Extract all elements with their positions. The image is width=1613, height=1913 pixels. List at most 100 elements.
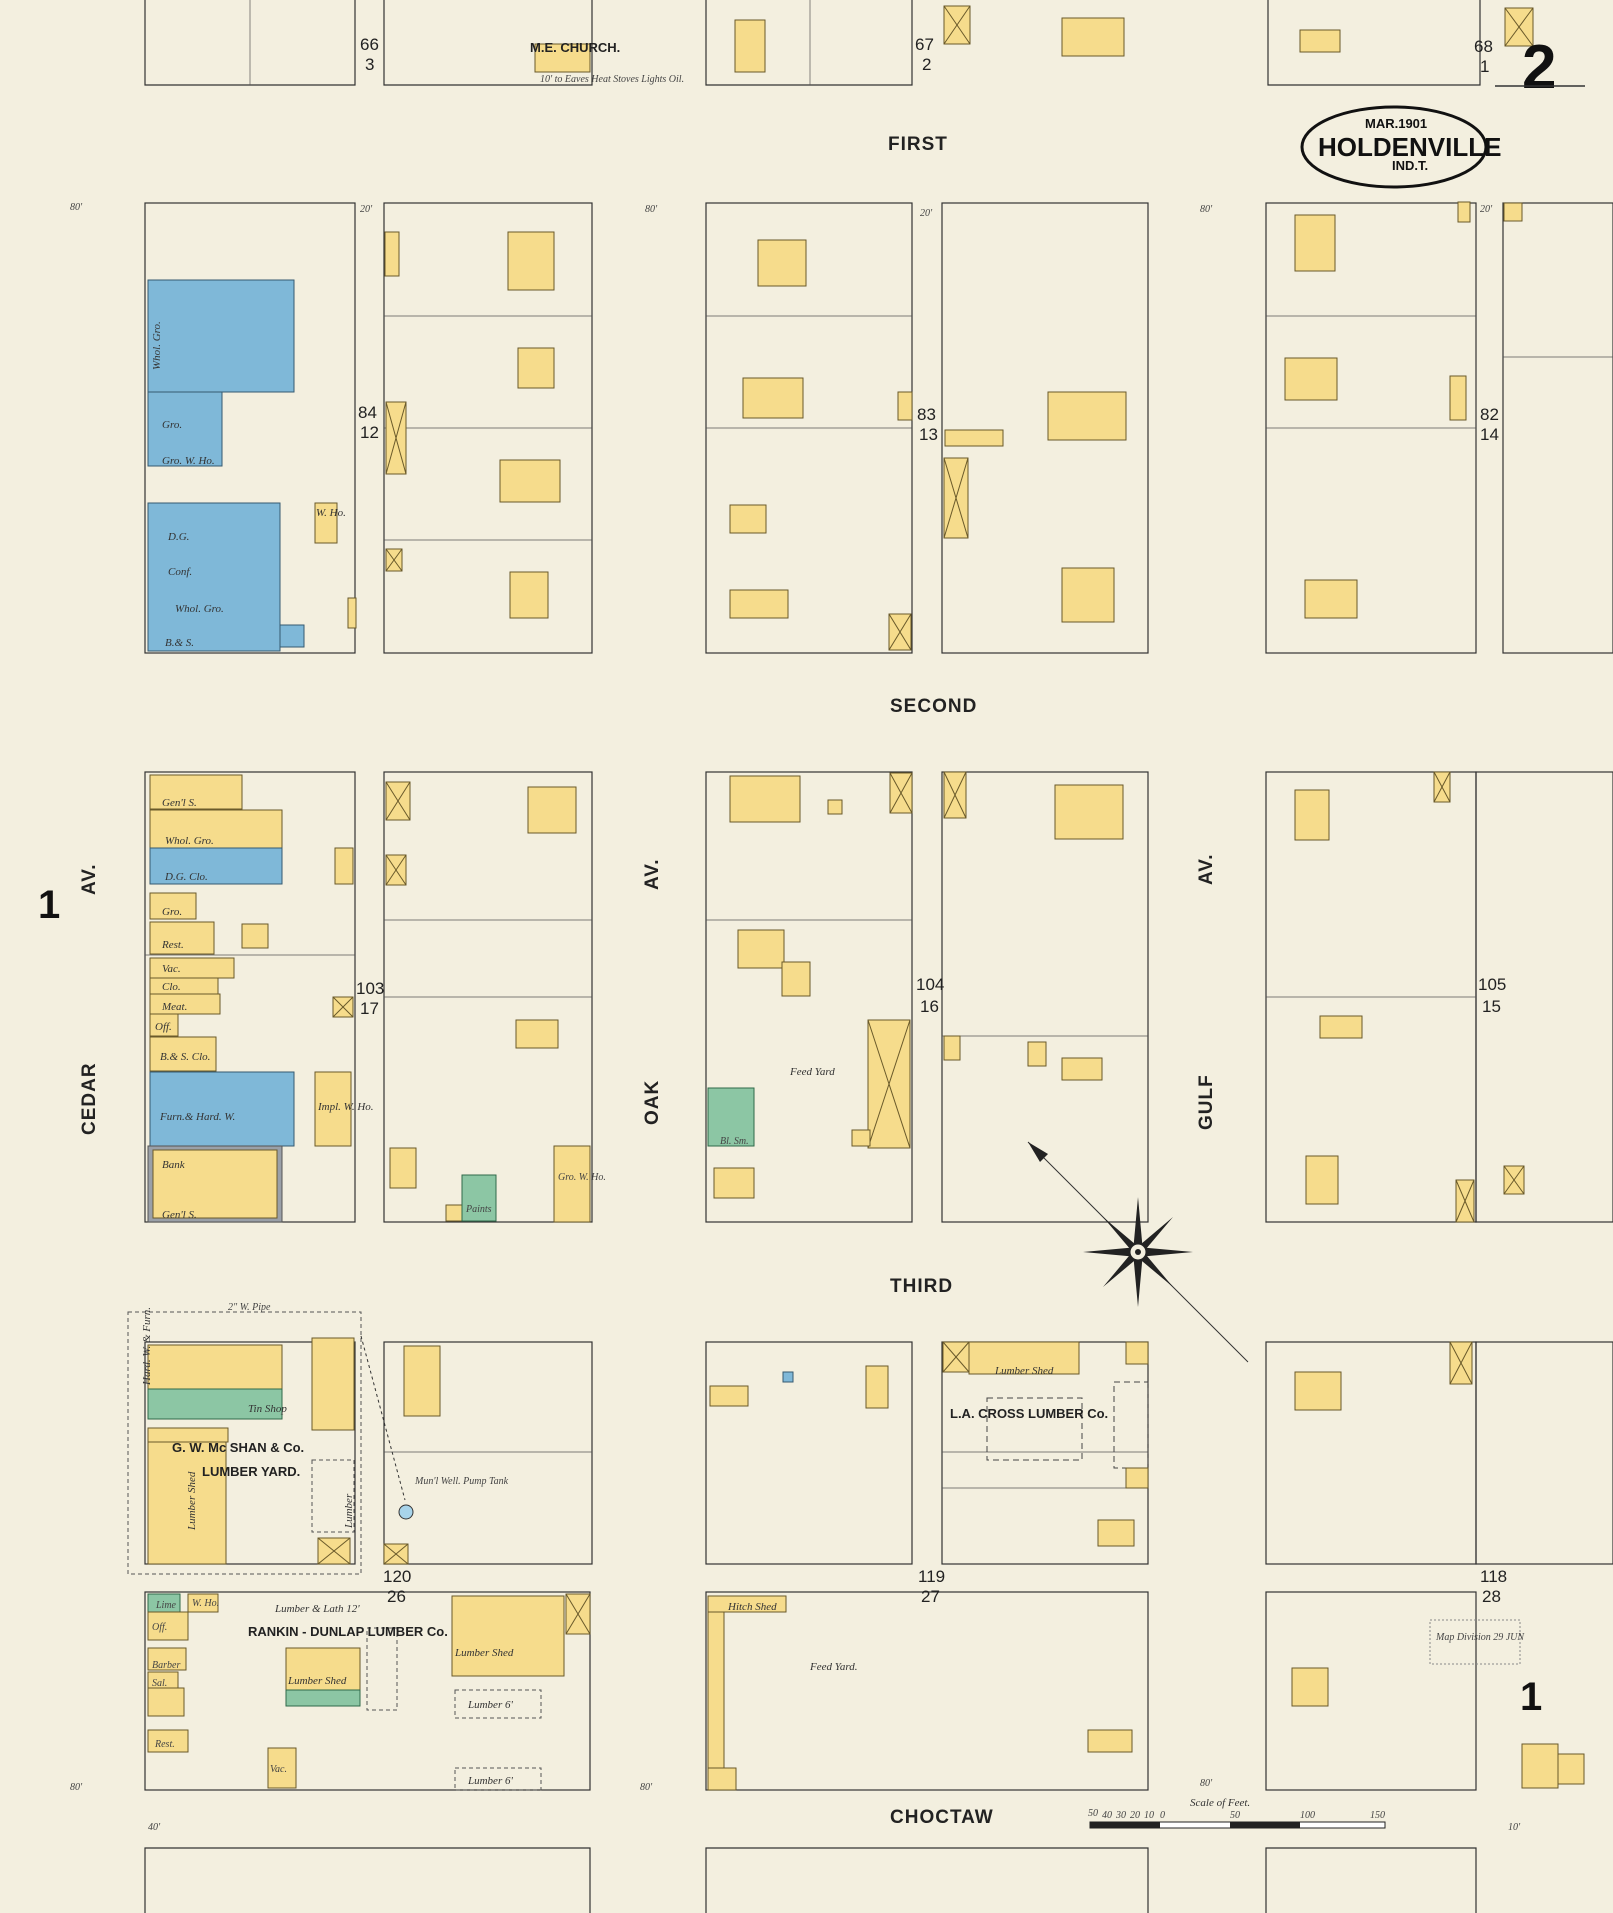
lbl-bl-sm: Bl. Sm. <box>720 1136 749 1147</box>
cartouche-town: HOLDENVILLE <box>1318 132 1501 162</box>
lbl-vac: Vac. <box>162 963 181 975</box>
street-first: FIRST <box>888 134 948 155</box>
lbl-genl-s: Gen'l S. <box>162 797 197 809</box>
dim-80-a: 80' <box>70 202 83 213</box>
street-second: SECOND <box>890 696 977 717</box>
lbl-hard-furn: Hard. W. & Furn. <box>141 1307 153 1386</box>
scale-tick-6: 50 <box>1230 1810 1240 1821</box>
lbl-lumber-lath: Lumber & Lath 12' <box>274 1603 360 1615</box>
lbl-furn: Furn.& Hard. W. <box>159 1111 235 1123</box>
row-3-blocks <box>127 1311 1613 1791</box>
scale-tick-2: 30 <box>1115 1810 1126 1821</box>
block-num-105: 105 <box>1478 975 1506 994</box>
dim-20-a: 20' <box>360 204 373 215</box>
scale-tick-1: 40 <box>1102 1810 1112 1821</box>
lbl-w-ho2: W. Ho. <box>192 1598 219 1609</box>
block-sub-120: 26 <box>387 1587 406 1606</box>
well-icon <box>398 1504 414 1520</box>
block-sub-105: 15 <box>1482 997 1501 1016</box>
block-num-120: 120 <box>383 1567 411 1586</box>
furn-hard-building <box>149 1071 295 1147</box>
block-sub-83: 13 <box>919 425 938 444</box>
church-note: 10' to Eaves Heat Stoves Lights Oil. <box>540 74 684 85</box>
scale-tick-3: 20 <box>1130 1810 1140 1821</box>
scale-tick-4: 10 <box>1144 1810 1154 1821</box>
lbl-off2: Off. <box>152 1622 167 1633</box>
cartouche-date: MAR.1901 <box>1365 116 1427 131</box>
block-sub-82: 14 <box>1480 425 1499 444</box>
dim-80-c: 80' <box>1200 204 1213 215</box>
bl-sm-building <box>707 1087 755 1147</box>
scale-tick-5: 0 <box>1160 1810 1165 1821</box>
lbl-dg: D.G. <box>167 531 189 543</box>
scale-tick-8: 150 <box>1370 1810 1385 1821</box>
street-third: THIRD <box>890 1276 953 1297</box>
lbl-dg-clo: D.G. Clo. <box>164 871 208 883</box>
lbl-paints: Paints <box>465 1204 492 1215</box>
dim-80-f: 80' <box>1200 1778 1213 1789</box>
street-gulf: GULF <box>1196 1074 1217 1130</box>
church-label: M.E. CHURCH. <box>530 40 620 55</box>
dim-80-e: 80' <box>640 1782 653 1793</box>
row-2-blocks <box>144 771 1613 1223</box>
street-oak: OAK <box>642 1080 663 1125</box>
compass-rose-icon <box>1027 1141 1249 1363</box>
block-sub-84: 12 <box>360 423 379 442</box>
lbl-gro2: Gro. <box>162 906 182 918</box>
lbl-cross-lumber: L.A. CROSS LUMBER Co. <box>950 1406 1108 1421</box>
church-building <box>534 43 591 73</box>
row-1-blocks <box>144 201 1613 654</box>
lbl-w-ho: W. Ho. <box>316 507 346 519</box>
water-pipe <box>360 1335 406 1501</box>
lbl-feed-yard: Feed Yard <box>789 1066 835 1078</box>
lbl-bank: Bank <box>162 1159 186 1171</box>
lbl-off: Off. <box>155 1021 172 1033</box>
lbl-rest2: Rest. <box>154 1739 175 1750</box>
block-num-104: 104 <box>916 975 944 994</box>
lbl-tin-shop: Tin Shop <box>248 1403 287 1415</box>
street-cedar-av: AV. <box>79 863 100 895</box>
block-sub-118: 28 <box>1482 1587 1501 1606</box>
block-num-68: 68 <box>1474 37 1493 56</box>
lbl-feed-yard2: Feed Yard. <box>809 1661 857 1673</box>
block-num-118: 118 <box>1480 1567 1507 1586</box>
lbl-pipe: 2" W. Pipe <box>228 1302 271 1313</box>
block-num-67: 67 <box>915 35 934 54</box>
dim-80-d: 80' <box>70 1782 83 1793</box>
lbl-hitch-shed: Hitch Shed <box>727 1601 777 1613</box>
lbl-whol-gro3: Whol. Gro. <box>165 835 214 847</box>
side-mark-right: 1 <box>1520 1675 1542 1719</box>
lbl-lumber6b: Lumber 6' <box>467 1775 513 1787</box>
lbl-conf: Conf. <box>168 566 192 578</box>
block-num-119: 119 <box>918 1567 945 1586</box>
lbl-whol-gro: Whol. Gro. <box>151 321 163 370</box>
top-blocks <box>144 0 1534 86</box>
stamp-text: Map Division 29 JUN <box>1435 1632 1525 1643</box>
lbl-gro-w-ho: Gro. W. Ho. <box>162 455 215 467</box>
scale-bar: Scale of Feet. 50 40 30 20 10 0 50 100 1… <box>1088 1797 1386 1829</box>
dim-80-b: 80' <box>645 204 658 215</box>
side-mark-left: 1 <box>38 883 60 927</box>
whol-gro-building <box>147 279 295 393</box>
lbl-well: Mun'l Well. Pump Tank <box>414 1476 509 1487</box>
title-cartouche: MAR.1901 HOLDENVILLE IND.T. <box>1300 105 1501 189</box>
street-choctaw: CHOCTAW <box>890 1807 994 1828</box>
lbl-sal: Sal. <box>152 1678 167 1689</box>
block-num-83: 83 <box>917 405 936 424</box>
lbl-cross-lumber-shed: Lumber Shed <box>994 1365 1054 1377</box>
street-gulf-av: AV. <box>1196 853 1217 885</box>
lbl-mcshan: G. W. Mc SHAN & Co. <box>172 1440 304 1455</box>
block-sub-104: 16 <box>920 997 939 1016</box>
cartouche-territory: IND.T. <box>1392 158 1428 173</box>
dim-40: 40' <box>148 1822 161 1833</box>
lbl-rest: Rest. <box>161 939 184 951</box>
lbl-lime: Lime <box>155 1600 177 1611</box>
library-stamp: Map Division 29 JUN <box>1429 1619 1525 1665</box>
lbl-clo: Clo. <box>162 981 181 993</box>
sheet-number: 2 <box>1522 33 1556 102</box>
lbl-lumber-shed-rankin: Lumber Shed <box>287 1675 347 1687</box>
block-sub-67: 2 <box>922 55 931 74</box>
lbl-vac2: Vac. <box>270 1764 287 1775</box>
street-cedar: CEDAR <box>79 1062 100 1135</box>
